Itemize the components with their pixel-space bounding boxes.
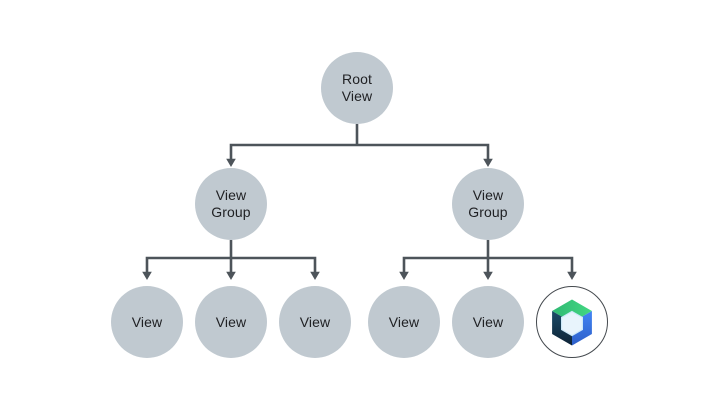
- node-label: Root: [342, 71, 372, 87]
- node-label: View: [131, 313, 163, 330]
- node-label: View: [341, 88, 373, 104]
- compose-inner-hexagon: [561, 310, 583, 336]
- node-view-group-right: View Group: [452, 168, 524, 240]
- arrowhead-icon: [399, 271, 409, 280]
- jetpack-compose-logo-icon: [552, 299, 592, 345]
- node-view-3: View: [279, 286, 351, 358]
- node-label: View: [472, 187, 504, 203]
- arrowhead-icon: [142, 271, 152, 280]
- node-view-5: View: [452, 286, 524, 358]
- node-label: View: [472, 313, 504, 330]
- connector-left-group-to-views: [145, 256, 317, 272]
- node-label: View: [215, 187, 247, 203]
- arrowhead-icon: [226, 271, 236, 280]
- arrowhead-icon: [310, 271, 320, 280]
- node-compose-view: [536, 286, 608, 358]
- node-label: View: [215, 313, 247, 330]
- arrowhead-icon: [226, 158, 236, 167]
- node-root-view: Root View: [321, 52, 393, 124]
- arrowhead-icon: [483, 158, 493, 167]
- node-label: Group: [211, 204, 251, 220]
- connector-right-group-to-views: [402, 256, 574, 272]
- node-view-4: View: [368, 286, 440, 358]
- node-label: View: [299, 313, 331, 330]
- connector-root-to-groups: [229, 143, 490, 160]
- node-view-1: View: [111, 286, 183, 358]
- node-view-2: View: [195, 286, 267, 358]
- arrowhead-icon: [567, 271, 577, 280]
- node-view-group-left: View Group: [195, 168, 267, 240]
- node-label: Group: [468, 204, 508, 220]
- arrowhead-icon: [483, 271, 493, 280]
- node-label: View: [388, 313, 420, 330]
